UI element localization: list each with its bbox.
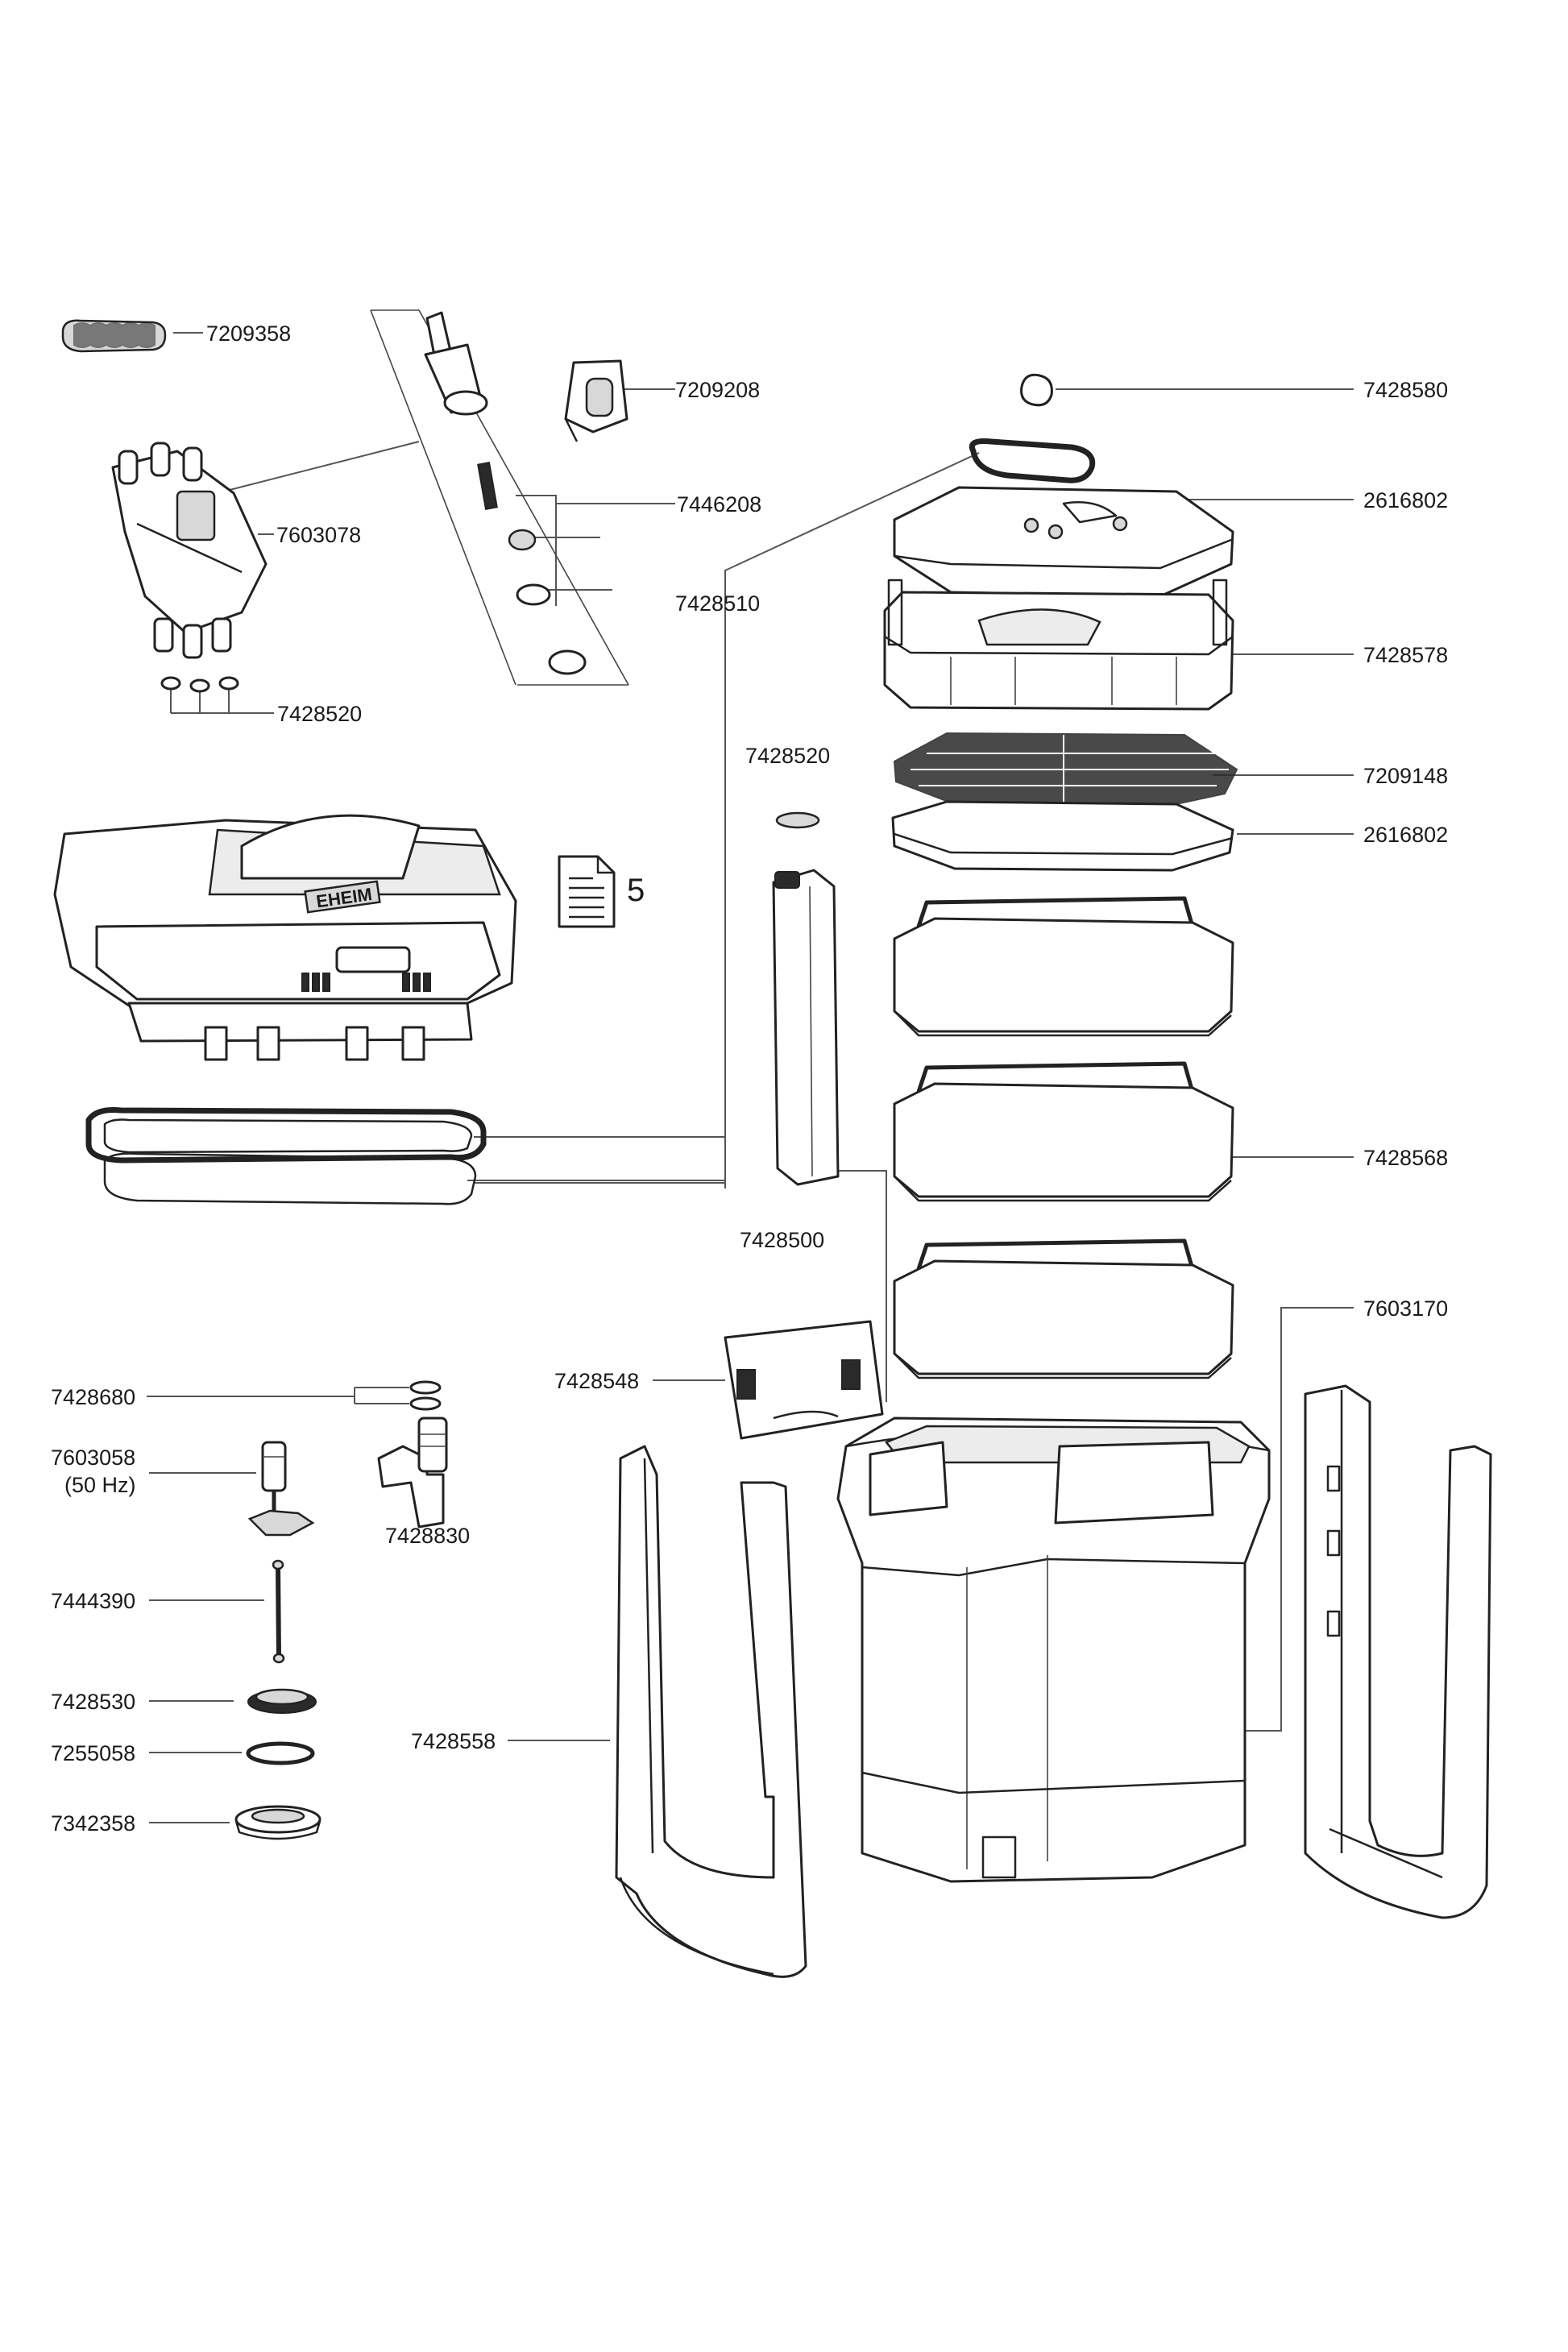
part-7428530-bearing — [247, 1688, 317, 1714]
part-7209148-grid — [893, 732, 1238, 807]
part-7342358-cap — [234, 1805, 321, 1840]
part-7603078-adapter — [111, 442, 268, 659]
label-7428580: 7428580 — [1363, 378, 1448, 402]
label-7444390: 7444390 — [51, 1589, 135, 1613]
part-7428680-orings — [409, 1380, 442, 1411]
label-7603170: 7603170 — [1363, 1296, 1448, 1321]
part-7603058-impeller — [247, 1441, 315, 1537]
part-7428568-basket-3 — [893, 1238, 1234, 1379]
leader-lines — [147, 332, 1354, 1823]
document-reference-number: 5 — [627, 873, 645, 908]
part-7428548-cover — [724, 1320, 884, 1440]
part-7428578-basket — [883, 579, 1234, 711]
label-7428548: 7428548 — [554, 1369, 639, 1393]
part-pump-head: EHEIM — [53, 814, 517, 1061]
label-7209208: 7209208 — [675, 378, 760, 402]
part-2616802-lid-top — [893, 486, 1234, 598]
part-7428558-handle-right — [1304, 1384, 1492, 1919]
part-7428500-tube — [772, 869, 840, 1186]
part-7428520-orings — [160, 676, 239, 693]
part-7603170-canister — [836, 1417, 1271, 1883]
label-7428558: 7428558 — [411, 1729, 496, 1753]
label-7428500: 7428500 — [740, 1228, 824, 1252]
part-7209358-sponge — [61, 319, 167, 353]
part-2616802-pad-bottom — [891, 800, 1234, 872]
part-7444390-shaft — [272, 1559, 285, 1664]
part-7428520-washer — [775, 811, 820, 829]
part-7209208-clip — [564, 359, 628, 442]
label-7428568: 7428568 — [1363, 1146, 1448, 1170]
label-7603078: 7603078 — [276, 523, 361, 547]
part-7428558-handle-left — [615, 1445, 807, 1978]
document-icon — [558, 855, 616, 928]
label-7603058-note: (50 Hz) — [64, 1473, 136, 1497]
label-7428830: 7428830 — [385, 1524, 470, 1548]
label-7446208: 7446208 — [677, 492, 761, 516]
part-7428830-elbow — [377, 1417, 448, 1529]
label-7428530: 7428530 — [51, 1690, 135, 1714]
label-7428520-center: 7428520 — [745, 744, 830, 768]
label-7428520-left: 7428520 — [277, 702, 362, 726]
part-7428568-basket-1 — [893, 896, 1234, 1037]
part-labels: 7209358 7209208 7603078 7446208 7428510 … — [51, 321, 1448, 1836]
label-7603058: 7603058 — [51, 1446, 135, 1470]
label-7342358: 7342358 — [51, 1811, 135, 1836]
label-7428510: 7428510 — [675, 591, 760, 616]
label-7209358: 7209358 — [206, 321, 291, 346]
part-pump-head-gaskets — [85, 1107, 487, 1205]
pipe-assembly-panel — [370, 309, 629, 686]
label-7209148: 7209148 — [1363, 764, 1448, 788]
label-7428680: 7428680 — [51, 1385, 135, 1409]
part-7428580-clip — [1020, 373, 1053, 407]
label-7428578: 7428578 — [1363, 643, 1448, 667]
part-7428568-basket-2 — [893, 1061, 1234, 1202]
label-2616802-bottom: 2616802 — [1363, 823, 1448, 847]
part-7428510-gasket — [969, 438, 1096, 483]
part-7255058-oring — [246, 1741, 315, 1765]
label-7255058: 7255058 — [51, 1741, 135, 1765]
label-2616802-top: 2616802 — [1363, 488, 1448, 512]
